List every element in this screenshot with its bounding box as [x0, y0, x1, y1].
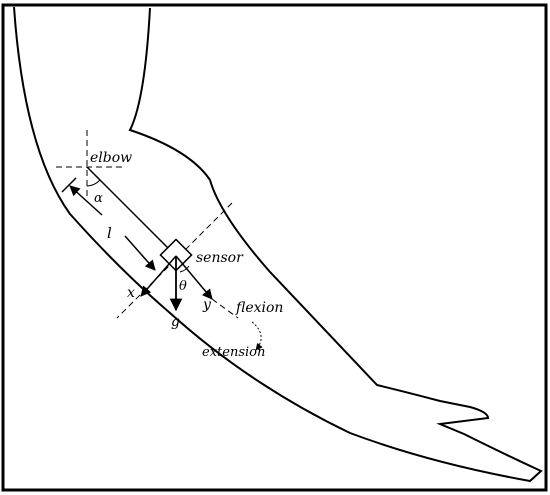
x-axis-arrow — [140, 255, 177, 297]
theta-label: θ — [179, 279, 187, 294]
flexion-label: flexion — [235, 300, 283, 316]
length-label: l — [107, 224, 112, 242]
gravity-label: g — [171, 314, 180, 330]
flexion-extension-arrow — [251, 321, 263, 351]
sensor-box — [159, 238, 193, 272]
forearm-axis-line — [86, 166, 177, 257]
sensor-label: sensor — [196, 250, 244, 266]
length-arrow-top — [69, 185, 103, 216]
y-axis-label: y — [202, 297, 212, 313]
length-arrow-bottom — [124, 235, 156, 271]
figure-border — [1, 3, 548, 492]
extension-label: extension — [202, 345, 265, 360]
alpha-label: α — [94, 191, 103, 206]
theta-angle-arc — [179, 265, 190, 273]
arm-outline-upper — [13, 6, 543, 483]
alpha-angle-arc — [86, 179, 101, 187]
length-tick — [61, 177, 77, 193]
x-axis-label: x — [127, 285, 135, 301]
elbow-label: elbow — [90, 150, 132, 166]
y-axis-arrow — [175, 255, 213, 300]
y-axis-dashed-extension — [211, 298, 239, 319]
